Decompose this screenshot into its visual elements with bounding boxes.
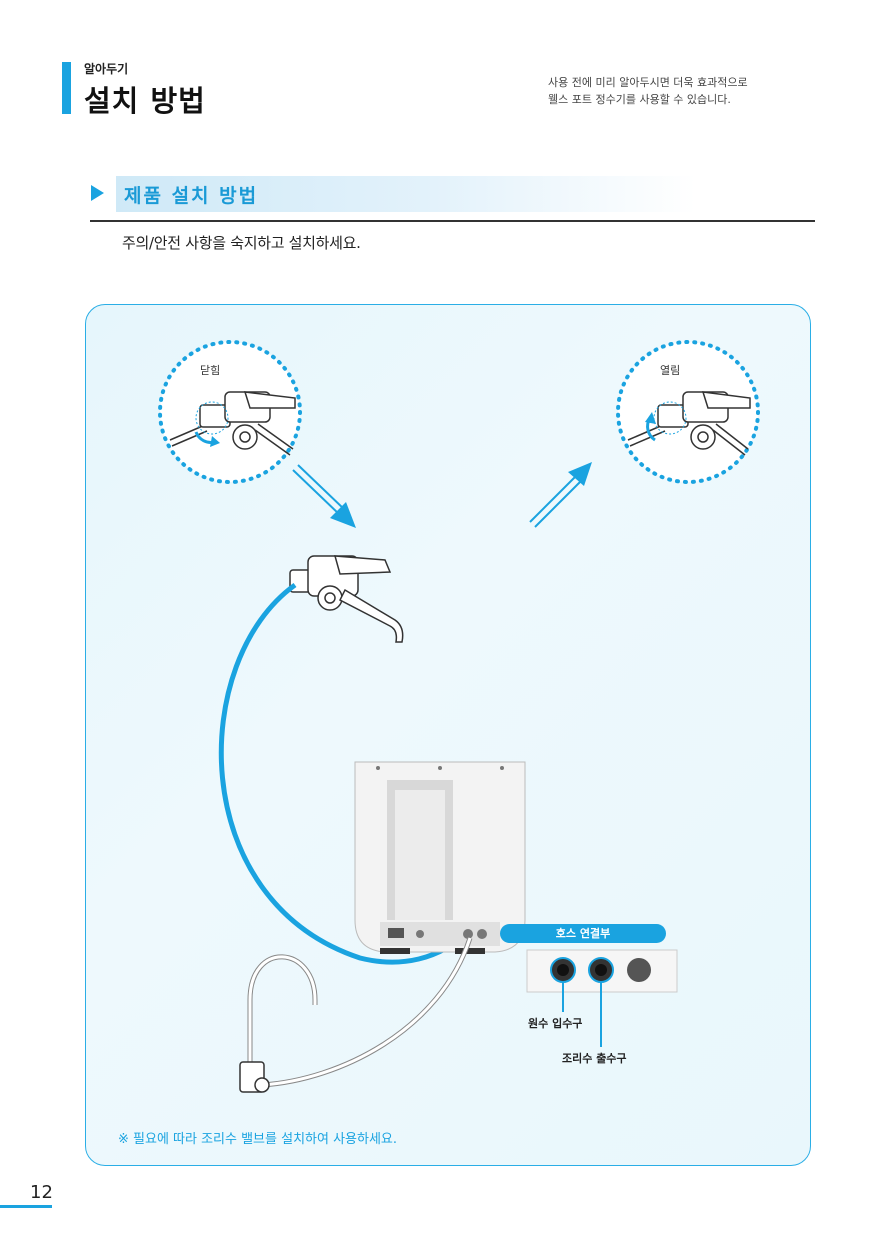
water-purifier-icon bbox=[354, 761, 526, 954]
header-kicker: 알아두기 bbox=[84, 62, 129, 76]
page-number-underline bbox=[0, 1205, 52, 1208]
title-accent-bar bbox=[62, 62, 71, 114]
closed-valve-icon bbox=[169, 391, 296, 456]
blank-port bbox=[627, 958, 651, 982]
section-title: 제품 설치 방법 bbox=[124, 185, 259, 207]
page-number: 12 bbox=[30, 1182, 53, 1203]
arrow-from-faucet-icon bbox=[529, 462, 592, 528]
cooking-water-valve-icon bbox=[239, 954, 318, 1093]
footnote: ※ 필요에 따라 조리수 밸브를 설치하여 사용하세요. bbox=[118, 1132, 398, 1147]
header-intro: 사용 전에 미리 알아두시면 더욱 효과적으로 웰스 포트 정수기를 사용할 수… bbox=[548, 74, 748, 108]
safety-notice: 주의/안전 사항을 숙지하고 설치하세요. bbox=[122, 234, 361, 252]
raw-water-inlet-label: 원수 입수구 bbox=[528, 1017, 583, 1030]
open-valve-icon bbox=[627, 391, 751, 456]
arrow-to-faucet-icon bbox=[292, 464, 356, 528]
raw-water-hose bbox=[218, 582, 472, 965]
cooking-water-hose bbox=[261, 937, 472, 1087]
intro-line-1: 사용 전에 미리 알아두시면 더욱 효과적으로 bbox=[548, 76, 748, 89]
section-divider bbox=[90, 220, 815, 222]
hose-connection-badge: 호스 연결부 bbox=[500, 924, 666, 943]
intro-line-2: 웰스 포트 정수기를 사용할 수 있습니다. bbox=[548, 93, 731, 106]
wall-faucet-icon bbox=[289, 555, 404, 643]
page-title: 설치 방법 bbox=[84, 84, 206, 118]
section-title-band bbox=[116, 176, 696, 212]
closed-label: 닫힘 bbox=[200, 364, 221, 377]
cooking-water-outlet-label: 조리수 출수구 bbox=[562, 1052, 627, 1065]
section-triangle-icon bbox=[91, 185, 104, 201]
open-label: 열림 bbox=[660, 364, 681, 377]
